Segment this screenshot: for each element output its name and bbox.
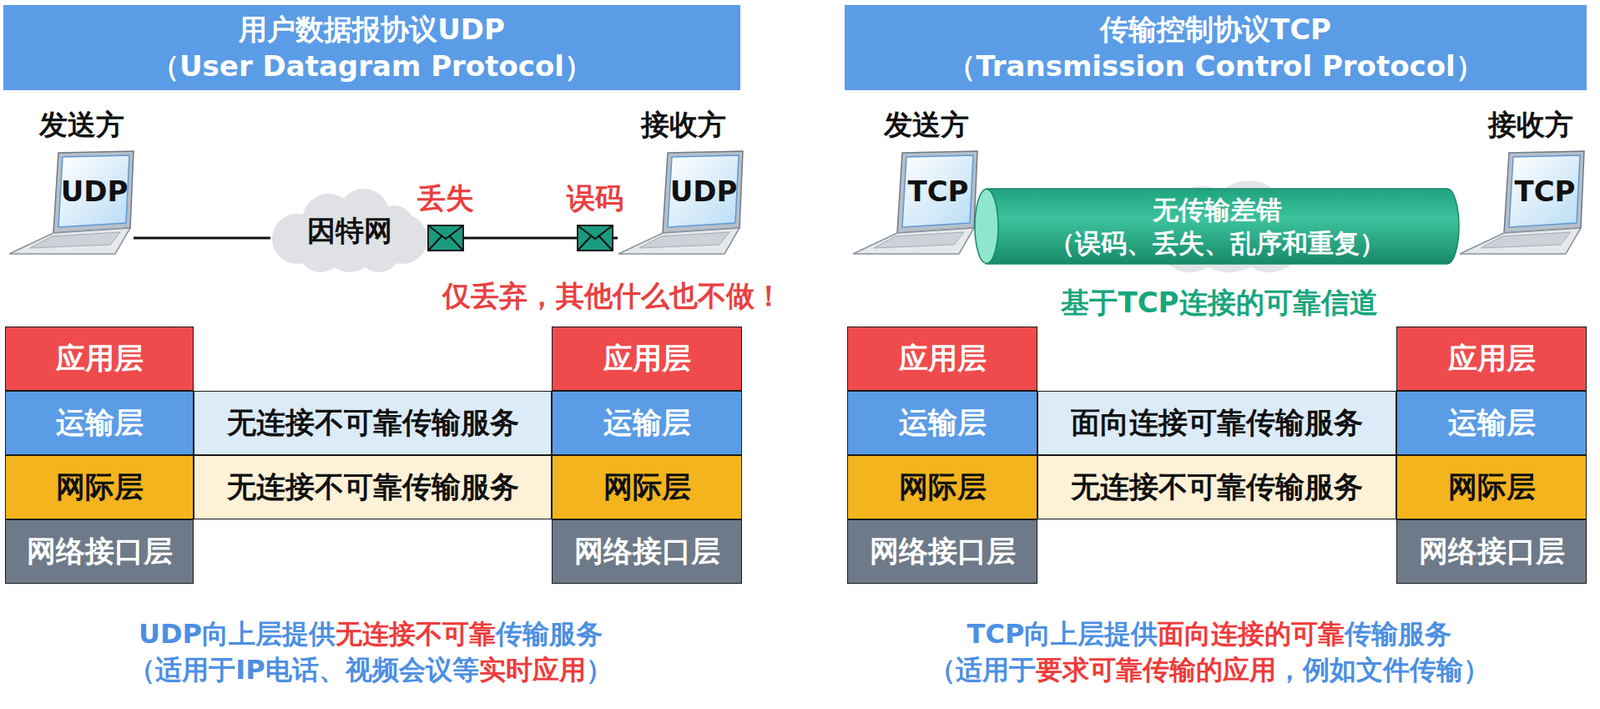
layer-box: 网络接口层 xyxy=(1396,519,1587,584)
layer-box: 网际层 xyxy=(5,454,194,520)
reliable-channel-pipe: 无传输差错（误码、丢失、乱序和重复） xyxy=(974,188,1459,264)
error-label: 误码 xyxy=(566,181,624,215)
role-label: 接收方 xyxy=(641,107,727,142)
service-box: 无连接不可靠传输服务 xyxy=(1037,454,1397,520)
summary-text: ，例如文件传输） xyxy=(1276,653,1490,686)
laptop-label: TCP xyxy=(1514,172,1575,210)
layer-box: 网际层 xyxy=(1396,454,1587,520)
layer-label: 网际层 xyxy=(55,468,144,507)
summary-text: 实时应用 xyxy=(479,653,586,686)
service-box: 无连接不可靠传输服务 xyxy=(193,454,552,520)
title-text: （User Datagram Protocol） xyxy=(151,47,593,85)
layer-label: 无连接不可靠传输服务 xyxy=(227,403,520,443)
layer-label: 应用层 xyxy=(55,339,144,379)
summary-text: 传输服务 xyxy=(1344,617,1452,650)
layer-label: 网际层 xyxy=(1448,468,1536,507)
layer-box: 网络接口层 xyxy=(551,519,742,584)
layer-label: 应用层 xyxy=(603,339,692,379)
layer-box: 应用层 xyxy=(847,326,1038,391)
cloud-label: 因特网 xyxy=(307,211,393,249)
layer-box: 网络接口层 xyxy=(847,519,1038,584)
network-link xyxy=(133,237,271,240)
layer-label: 网络接口层 xyxy=(574,532,721,571)
layer-label: 运输层 xyxy=(1448,403,1536,443)
layer-box: 网络接口层 xyxy=(5,519,194,584)
summary-text: 面向连接的可靠 xyxy=(1157,617,1345,650)
note-text: 仅丢弃，其他什么也不做！ xyxy=(442,278,783,313)
layer-label: 运输层 xyxy=(898,403,987,443)
sender-laptop: TCP xyxy=(852,151,978,256)
channel-label: （误码、丢失、乱序和重复） xyxy=(1049,226,1386,260)
summary-text: ） xyxy=(585,653,613,686)
layer-label: 网际层 xyxy=(898,468,987,507)
title-text: （Transmission Control Protocol） xyxy=(947,47,1484,85)
summary-text: 传输服务 xyxy=(495,617,603,650)
summary-text: 要求可靠传输的应用 xyxy=(1035,653,1277,686)
layer-label: 应用层 xyxy=(1448,339,1536,379)
envelope-icon xyxy=(577,225,613,251)
summary-text: UDP向上层提供 xyxy=(138,617,336,650)
layer-box: 应用层 xyxy=(551,326,742,391)
receiver-laptop: TCP xyxy=(1458,151,1585,256)
layer-box: 网际层 xyxy=(551,454,742,520)
layer-box: 运输层 xyxy=(1396,390,1587,455)
layer-label: 网际层 xyxy=(603,468,692,507)
summary-text: TCP向上层提供 xyxy=(967,617,1159,650)
layer-box: 应用层 xyxy=(5,326,194,391)
layer-label: 网络接口层 xyxy=(869,532,1016,571)
role-label: 发送方 xyxy=(39,107,125,142)
layer-label: 应用层 xyxy=(898,339,987,379)
layer-box: 运输层 xyxy=(551,390,742,455)
layer-box: 运输层 xyxy=(5,390,194,455)
layer-box: 运输层 xyxy=(847,390,1038,455)
receiver-laptop: UDP xyxy=(617,151,743,256)
protocol-title-bar: 用户数据报协议UDP（User Datagram Protocol） xyxy=(3,5,741,91)
internet-cloud: 因特网 xyxy=(270,186,430,274)
layer-label: 无连接不可靠传输服务 xyxy=(227,468,520,507)
laptop-label: UDP xyxy=(670,172,738,210)
title-text: 传输控制协议TCP xyxy=(1100,10,1332,48)
layer-box: 网际层 xyxy=(847,454,1038,520)
sender-laptop: UDP xyxy=(8,151,134,256)
protocol-title-bar: 传输控制协议TCP（Transmission Control Protocol） xyxy=(844,5,1587,91)
channel-label: 无传输差错 xyxy=(1152,192,1283,227)
service-box: 无连接不可靠传输服务 xyxy=(193,390,552,455)
role-label: 发送方 xyxy=(883,107,970,142)
layer-label: 面向连接可靠传输服务 xyxy=(1070,403,1363,443)
error-label: 丢失 xyxy=(417,181,475,215)
layer-label: 无连接不可靠传输服务 xyxy=(1070,468,1363,507)
layer-label: 网络接口层 xyxy=(26,532,173,571)
layer-label: 运输层 xyxy=(55,403,144,443)
layer-label: 网络接口层 xyxy=(1418,532,1565,571)
channel-caption: 基于TCP连接的可靠信道 xyxy=(1060,285,1378,319)
layer-box: 应用层 xyxy=(1396,326,1587,391)
title-text: 用户数据报协议UDP xyxy=(238,10,505,48)
laptop-label: UDP xyxy=(60,172,129,210)
role-label: 接收方 xyxy=(1488,107,1574,142)
summary-text: （适用于IP电话、视频会议等 xyxy=(128,653,479,686)
layer-label: 运输层 xyxy=(603,403,692,443)
laptop-label: TCP xyxy=(907,172,969,210)
envelope-icon xyxy=(428,225,464,251)
service-box: 面向连接可靠传输服务 xyxy=(1037,390,1397,455)
summary-text: （适用于 xyxy=(928,653,1036,686)
summary-text: 无连接不可靠 xyxy=(335,617,496,650)
